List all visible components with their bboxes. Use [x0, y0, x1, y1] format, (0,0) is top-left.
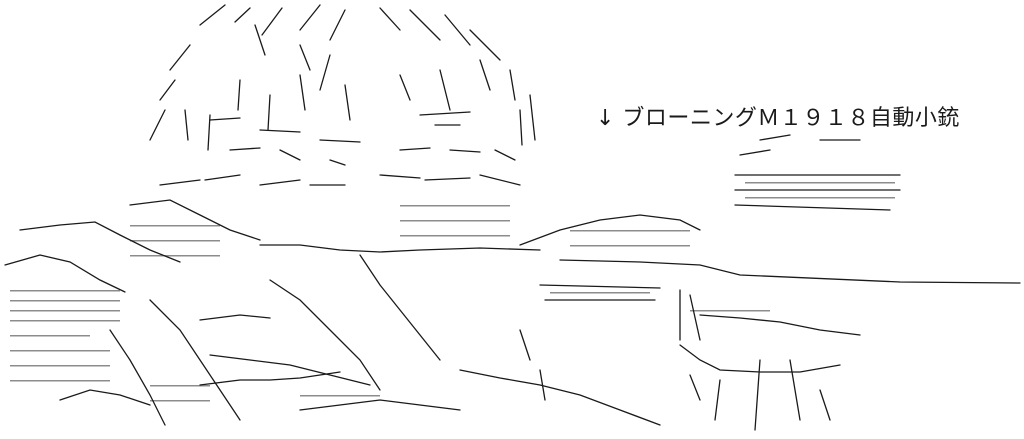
dot-textures: [10, 182, 895, 402]
character-body-strokes: [4, 199, 661, 426]
caption-text: ↓ ブローニングＭ１９１８自動小銃: [596, 106, 960, 131]
character-head-strokes: [149, 4, 536, 151]
character-face-strokes: [159, 111, 521, 186]
rifle-strokes: [519, 134, 1021, 431]
